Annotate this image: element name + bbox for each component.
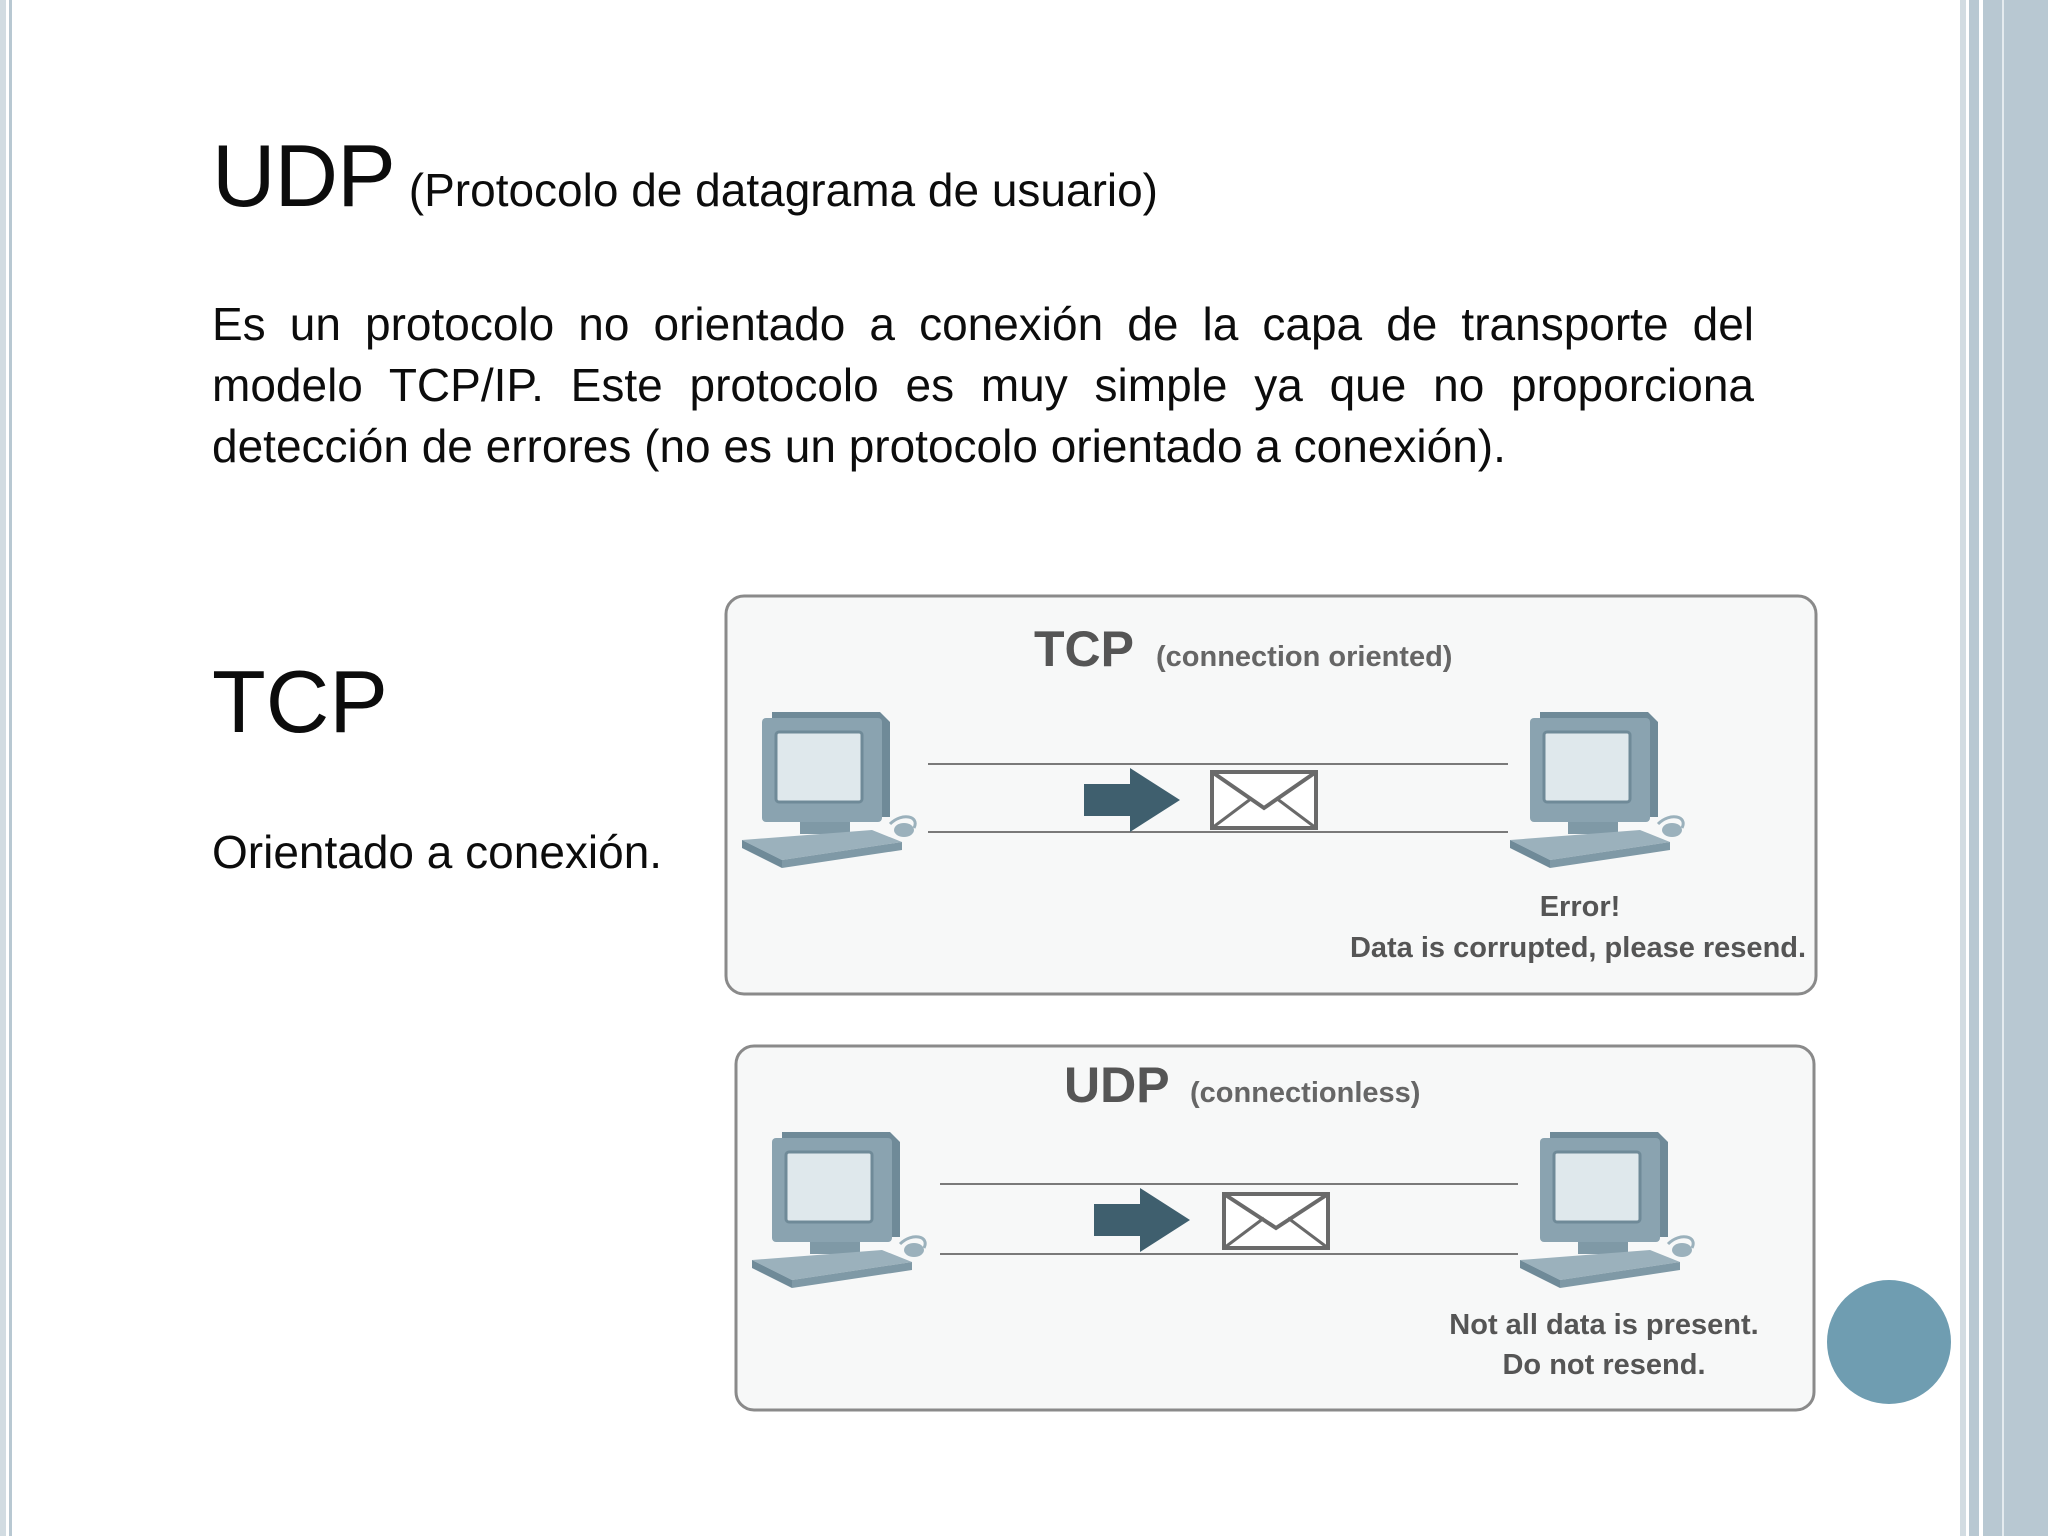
tcp-message-line2: Data is corrupted, please resend. <box>1350 932 1806 964</box>
tcp-message-line1: Error! <box>1540 891 1621 923</box>
udp-description: Es un protocolo no orientado a conexión … <box>212 298 1754 472</box>
left-frame-stripe <box>0 0 6 1536</box>
tcp-receiver-computer-icon <box>1508 710 1685 870</box>
udp-subtitle: (Protocolo de datagrama de usuario) <box>408 164 1159 216</box>
tcp-diagram-title: TCP <box>1034 621 1134 677</box>
udp-arrow-icon <box>1094 1188 1190 1252</box>
right-frame-highlight <box>2002 0 2004 1536</box>
right-frame-stripe <box>1960 0 1966 1536</box>
udp-diagram: UDP (connectionless) Not all data is pre… <box>734 1044 1816 1412</box>
tcp-arrow-icon <box>1084 768 1180 832</box>
tcp-title: TCP <box>212 652 388 751</box>
tcp-sender-computer-icon <box>740 710 917 870</box>
tcp-description: Orientado a conexión. <box>212 826 663 878</box>
udp-receiver-computer-icon <box>1518 1130 1695 1290</box>
udp-diagram-subtitle: (connectionless) <box>1190 1077 1420 1109</box>
udp-diagram-title: UDP <box>1064 1057 1170 1113</box>
udp-sender-computer-icon <box>750 1130 927 1290</box>
right-frame-gap <box>1979 0 1983 1536</box>
udp-message-line2: Do not resend. <box>1502 1349 1705 1381</box>
udp-title: UDP <box>212 126 396 225</box>
tcp-diagram-subtitle: (connection oriented) <box>1156 641 1452 673</box>
udp-message-line1: Not all data is present. <box>1449 1309 1758 1341</box>
tcp-diagram: TCP (connection oriented) Error! Data is… <box>724 594 1818 996</box>
udp-heading: UDP(Protocolo de datagrama de usuario) <box>212 126 1158 226</box>
accent-circle <box>1827 1280 1951 1404</box>
tcp-envelope-icon <box>1210 770 1318 830</box>
right-frame-stripe-inner <box>1969 0 1979 1536</box>
right-frame-band <box>1983 0 2048 1536</box>
left-frame-stripe-inner <box>9 0 12 1536</box>
udp-envelope-icon <box>1222 1192 1330 1250</box>
